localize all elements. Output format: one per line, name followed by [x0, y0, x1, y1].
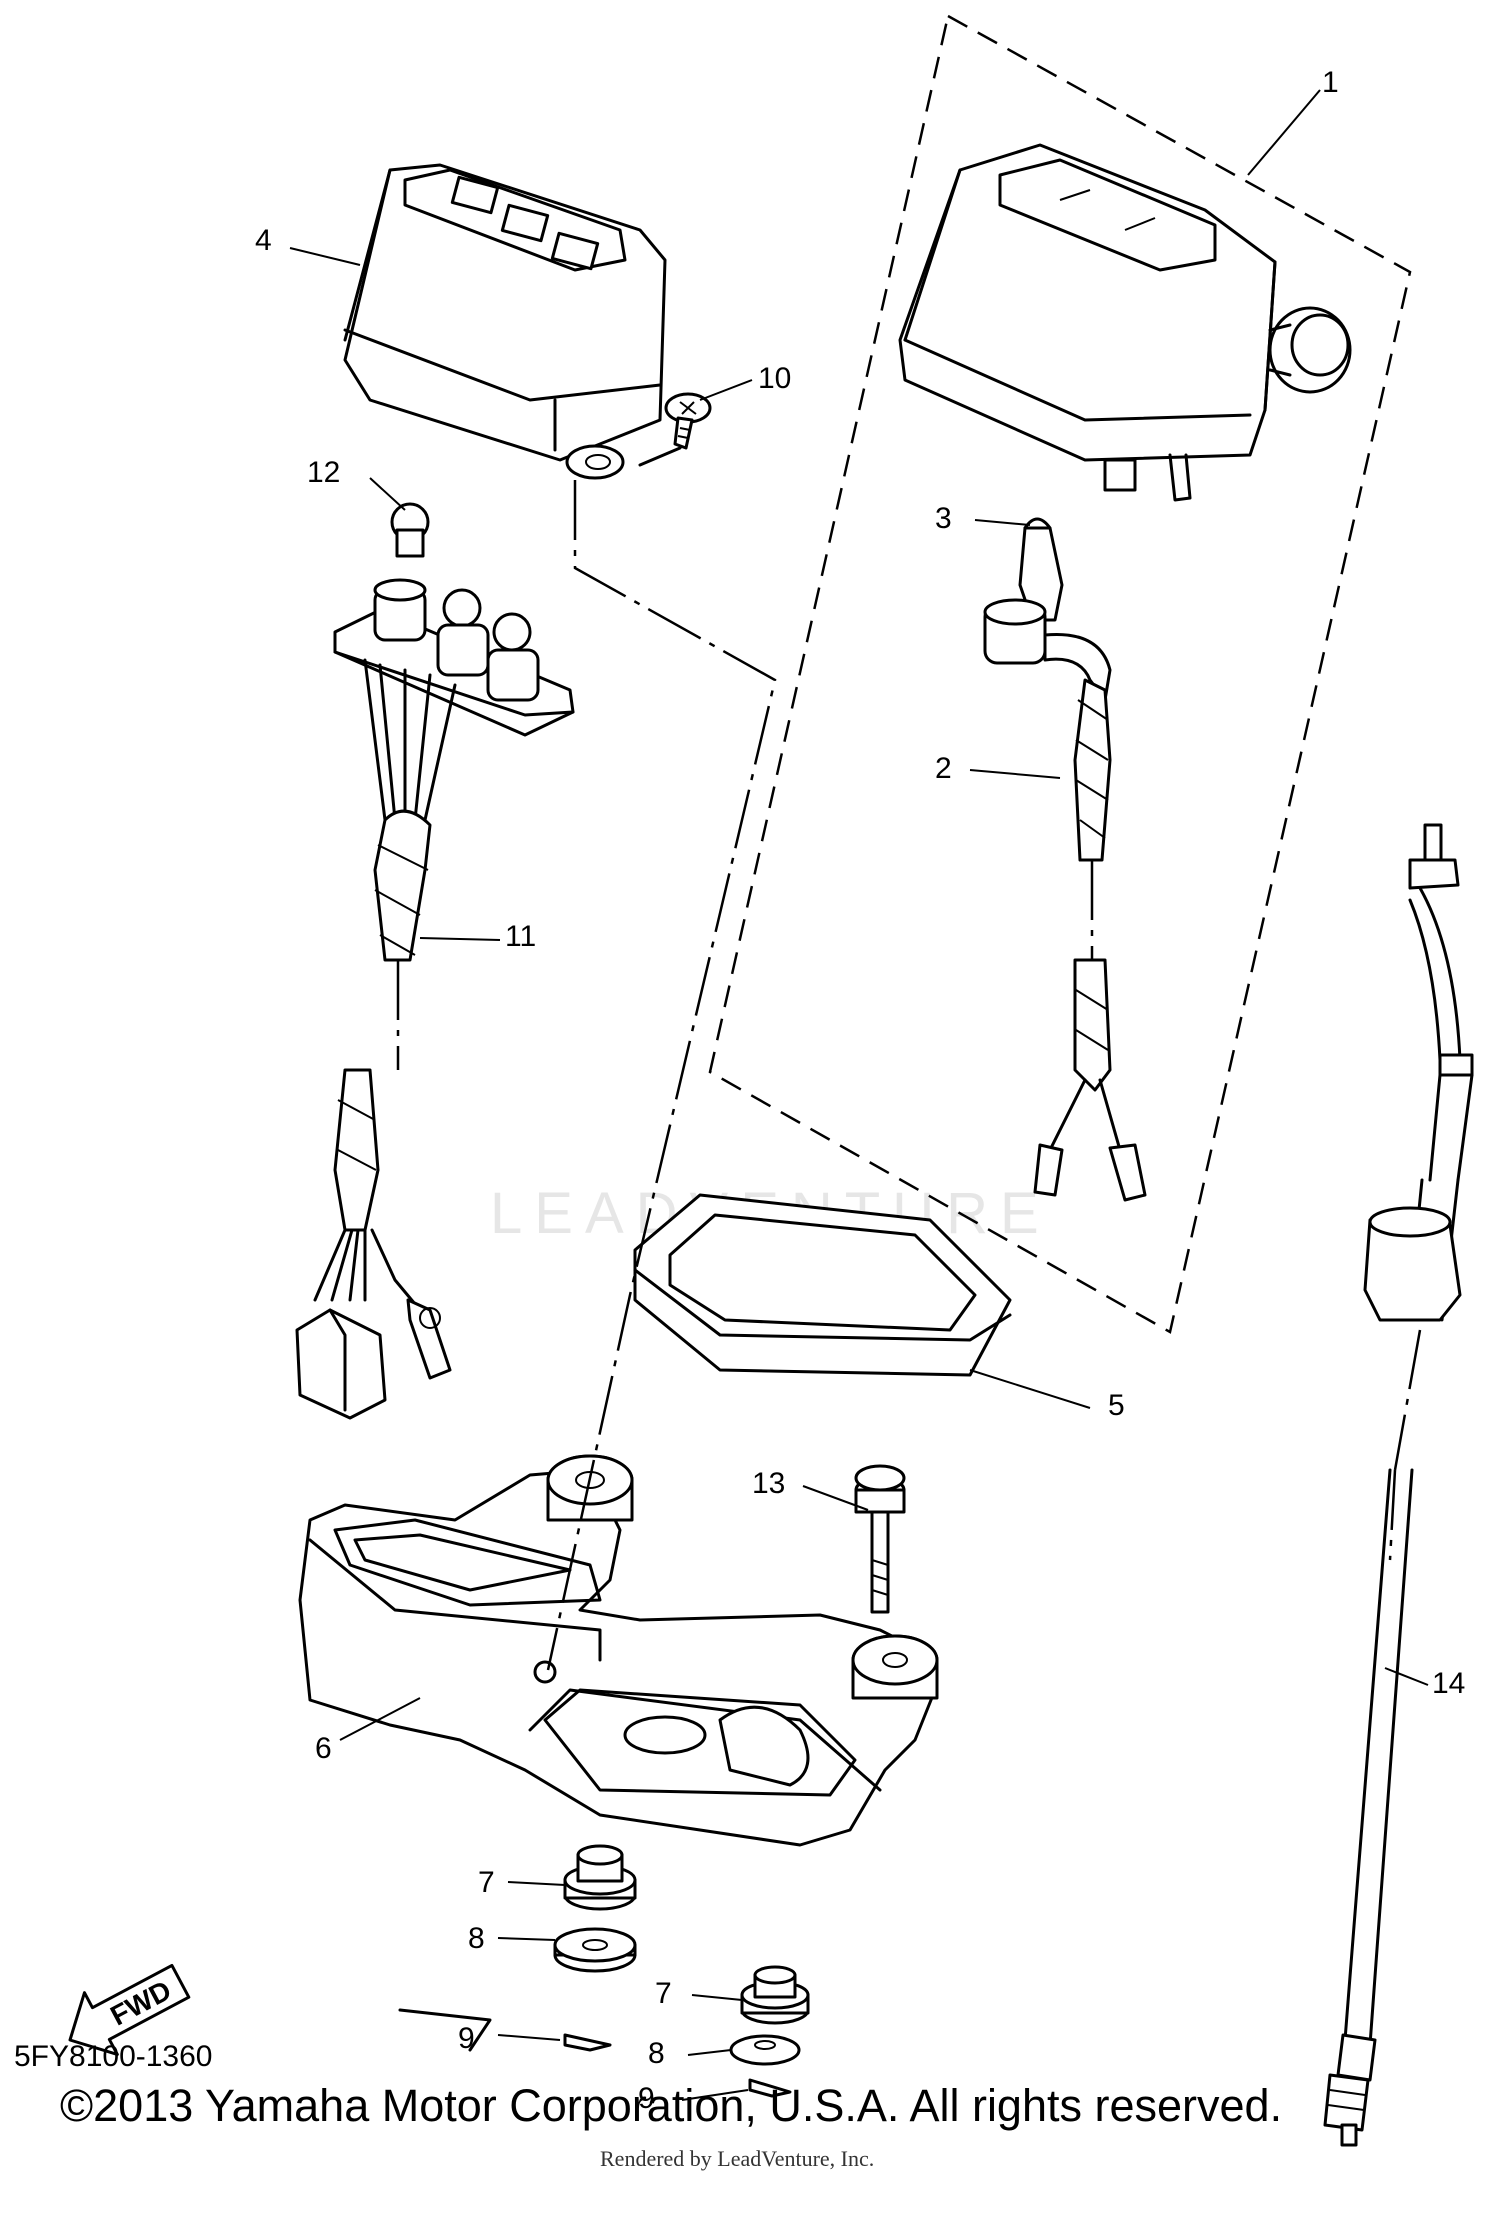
callout-6: 6 — [315, 1732, 332, 1765]
callout-7b: 7 — [655, 1977, 672, 2010]
callout-13: 13 — [752, 1467, 785, 1500]
callouts: 1 2 3 4 5 6 7 8 9 10 11 12 13 14 7 8 9 — [255, 66, 1465, 2115]
callout-3: 3 — [935, 502, 952, 535]
callout-10: 10 — [758, 362, 791, 395]
leader-lines — [289, 89, 1429, 2101]
meter-cover — [343, 163, 667, 480]
callout-7: 7 — [478, 1866, 495, 1899]
meter-assembly — [898, 143, 1352, 502]
callout-9b: 9 — [638, 2082, 655, 2115]
callout-8: 8 — [468, 1922, 485, 1955]
copyright: ©2013 Yamaha Motor Corporation, U.S.A. A… — [60, 2080, 1283, 2131]
screw — [664, 392, 712, 450]
callout-9: 9 — [458, 2022, 475, 2055]
grommet-stack-left — [553, 1844, 637, 2052]
callout-2: 2 — [935, 752, 952, 785]
meter-cable — [1323, 823, 1474, 2147]
part-code: 5FY8100-1360 — [14, 2040, 213, 2073]
callout-11: 11 — [505, 920, 536, 953]
socket-harness — [295, 578, 575, 1420]
callout-8b: 8 — [648, 2037, 665, 2070]
callout-4: 4 — [255, 224, 272, 257]
bracket — [298, 1454, 939, 1847]
gasket — [633, 1193, 1012, 1377]
grommet-stack-right — [729, 1965, 810, 2098]
wire-harness — [983, 598, 1147, 1202]
bulb — [1018, 517, 1064, 622]
callout-5: 5 — [1108, 1389, 1125, 1422]
small-bulb — [390, 502, 430, 558]
rendered-by: Rendered by LeadVenture, Inc. — [600, 2146, 875, 2171]
callout-1: 1 — [1322, 66, 1339, 99]
callout-14: 14 — [1432, 1667, 1465, 1700]
reference-line-meter — [546, 480, 777, 1671]
bolt — [854, 1464, 906, 1614]
callout-12: 12 — [307, 456, 340, 489]
assembly-boundary — [708, 14, 1412, 1334]
